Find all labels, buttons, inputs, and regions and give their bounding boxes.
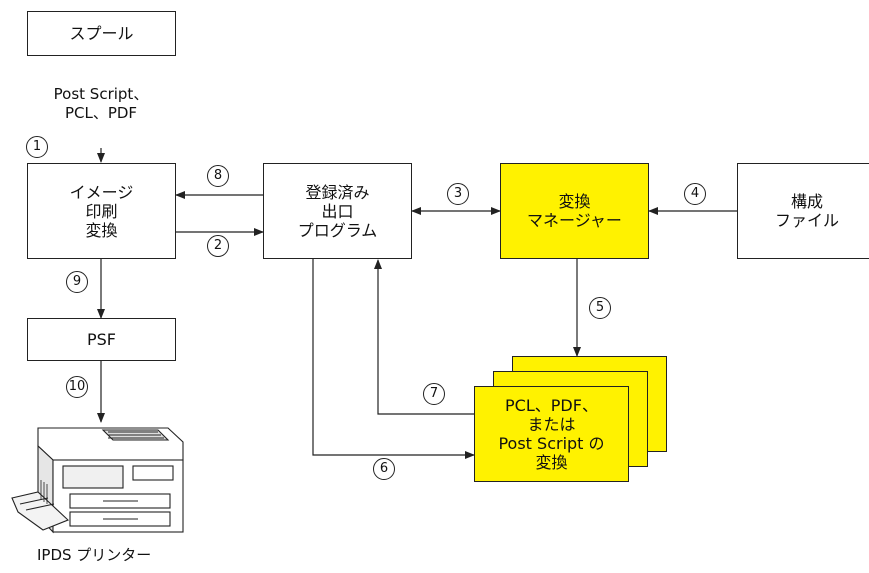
transform-manager-box: 変換 マネージャー — [500, 163, 649, 259]
step-8-marker: 8 — [207, 165, 229, 187]
step-2-marker: 2 — [207, 235, 229, 257]
step-5-marker: 5 — [589, 297, 611, 319]
psf-box: PSF — [27, 318, 176, 361]
step-3-marker: 3 — [447, 183, 469, 205]
psf-label: PSF — [86, 330, 116, 349]
printer-illustration — [11, 427, 184, 534]
config-file-box: 構成 ファイル — [737, 163, 869, 259]
step-6-marker: 6 — [373, 458, 395, 480]
arrow-step-7 — [374, 259, 474, 415]
spool-box: スプール — [27, 11, 176, 56]
printer-caption: IPDS プリンター — [37, 546, 152, 564]
spool-output-label: Post Script、 PCL、PDF — [53, 85, 149, 122]
step-9-marker: 9 — [66, 271, 88, 293]
transform-manager-label: 変換 マネージャー — [527, 192, 622, 230]
step-7-marker: 7 — [423, 383, 445, 405]
spool-label: スプール — [69, 24, 134, 43]
step-4-marker: 4 — [684, 183, 706, 205]
registered-exit-program-box: 登録済み 出口 プログラム — [263, 163, 412, 259]
transforms-label: PCL、PDF、 または Post Script の 変換 — [498, 396, 605, 472]
image-print-transform-box: イメージ 印刷 変換 — [27, 163, 176, 259]
image-print-transform-label: イメージ 印刷 変換 — [69, 182, 134, 240]
config-file-label: 構成 ファイル — [774, 192, 839, 230]
step-10-marker: 10 — [66, 376, 88, 398]
step-1-marker: 1 — [26, 136, 48, 158]
registered-exit-program-label: 登録済み 出口 プログラム — [297, 182, 378, 240]
transform-stack-front: PCL、PDF、 または Post Script の 変換 — [474, 386, 629, 482]
arrow-step-6 — [312, 259, 475, 459]
